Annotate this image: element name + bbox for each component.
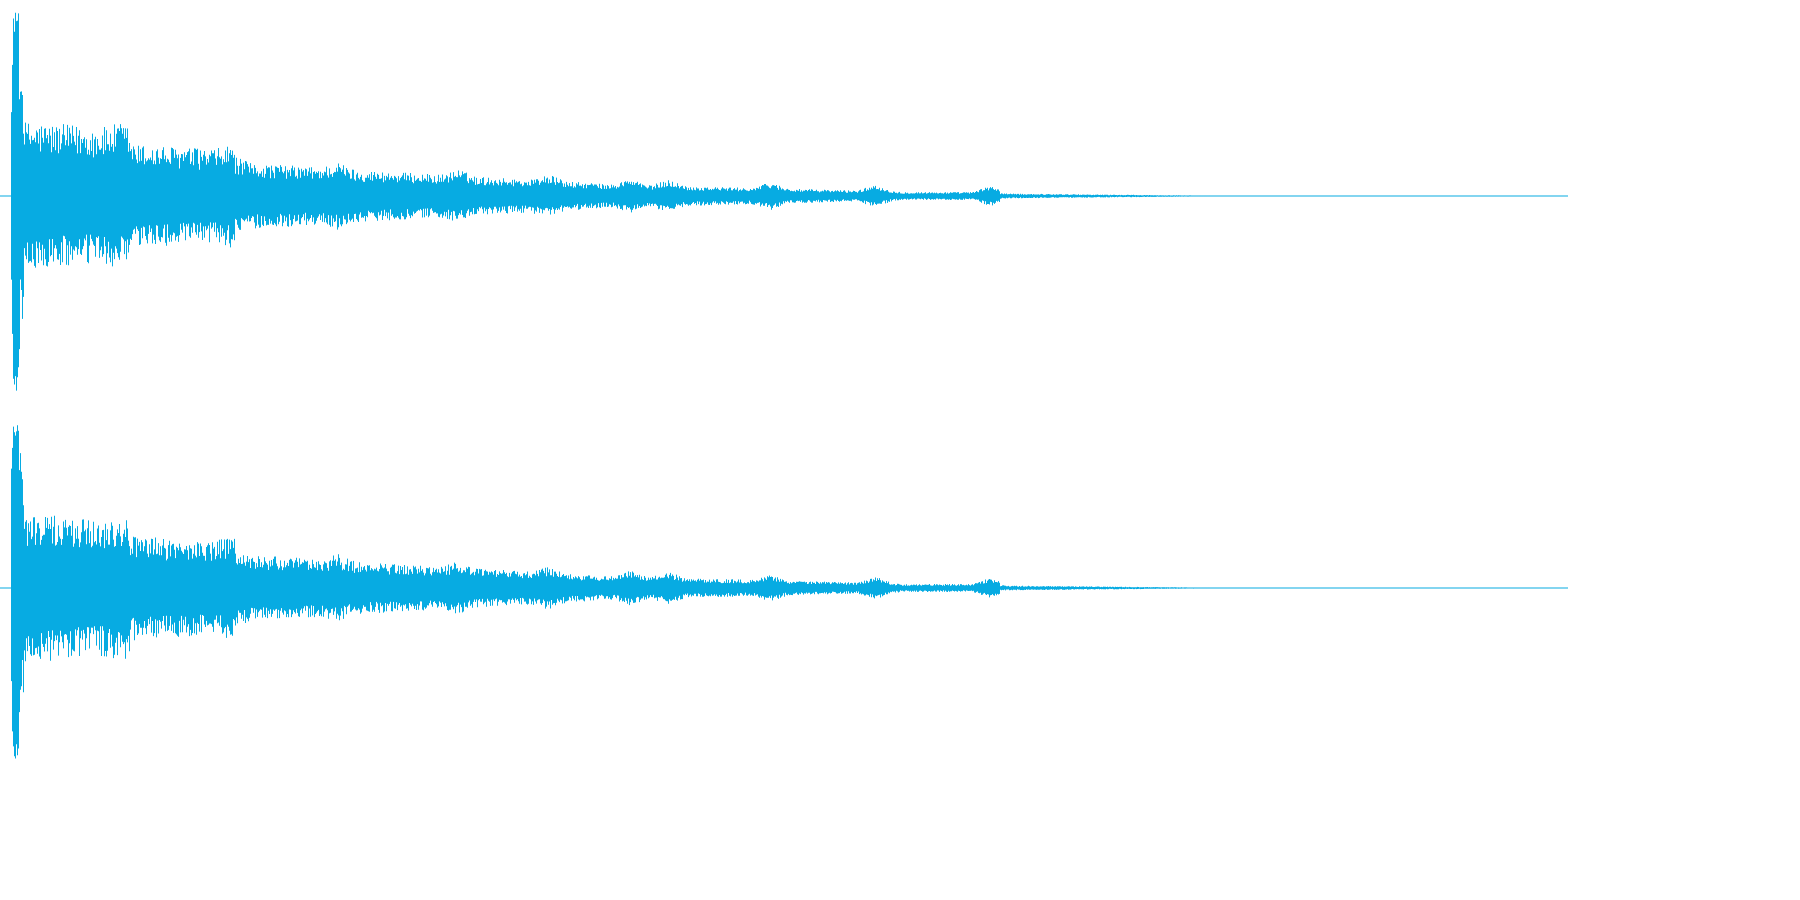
- waveform-display: [0, 0, 1568, 768]
- channel-1-waveform: [11, 12, 1210, 391]
- channel-2-waveform: [11, 425, 1210, 759]
- channel-2-track: [0, 425, 1568, 759]
- channel-1-track: [0, 12, 1568, 391]
- channel-1-waveform-path: [11, 12, 1210, 391]
- waveform-background: [0, 0, 1568, 768]
- channel-2-waveform-path: [11, 425, 1210, 759]
